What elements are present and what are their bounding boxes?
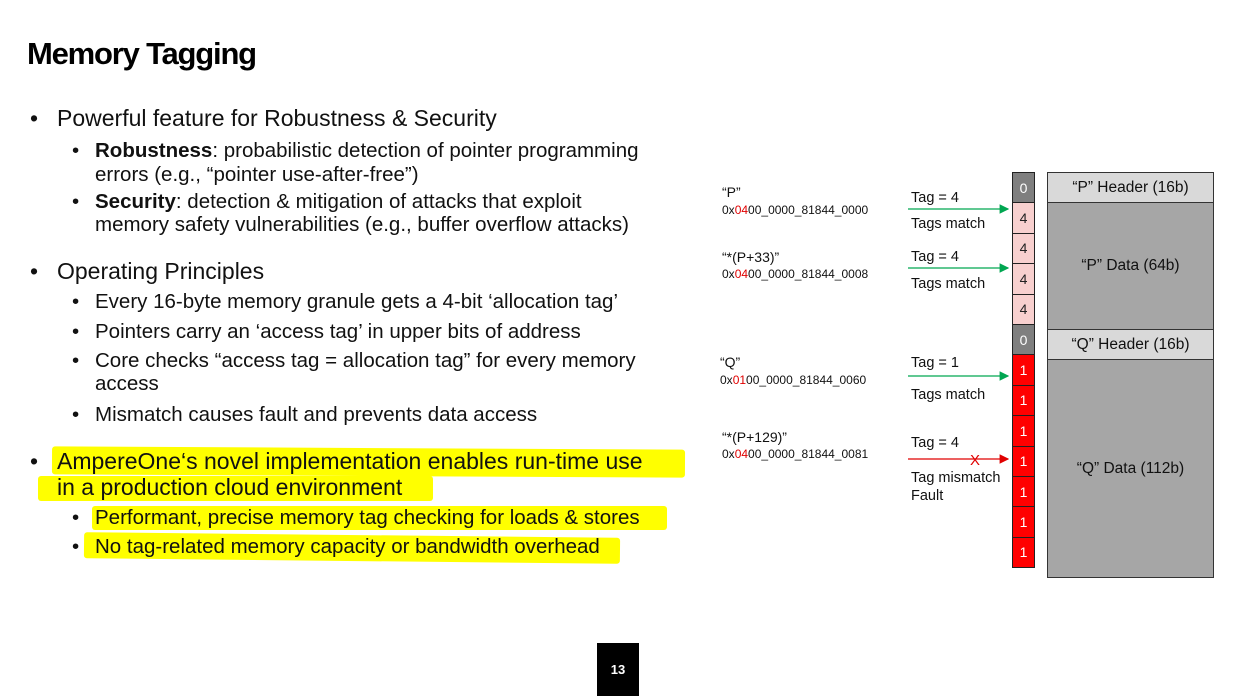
q-data-block: “Q” Data (112b) — [1047, 359, 1214, 578]
tag-cell: 0 — [1012, 324, 1035, 356]
slide-title: Memory Tagging — [27, 36, 257, 71]
pointer-p-result: Tags match — [911, 216, 986, 232]
page-number: 13 — [597, 643, 639, 696]
pointer-p129-result: Tag mismatch — [911, 470, 1001, 486]
bullet-list: • Powerful feature for Robustness & Secu… — [30, 105, 643, 558]
tag-cell: 4 — [1012, 293, 1035, 325]
pointer-p33-result: Tags match — [911, 276, 986, 292]
pointer-p129-address: 0x0400_0000_81844_0081 — [722, 447, 869, 461]
p-header-block: “P” Header (16b) — [1047, 172, 1214, 203]
tag-cell: 1 — [1012, 536, 1035, 569]
pointer-p33-address: 0x0400_0000_81844_0008 — [722, 267, 869, 281]
tag-cell: 0 — [1012, 172, 1035, 204]
tag-cell: 1 — [1012, 506, 1035, 538]
tag-cell: 4 — [1012, 202, 1035, 234]
pointer-p129-tag-label: Tag = 4 — [911, 435, 959, 451]
pointer-p-address: 0x0400_0000_81844_0000 — [722, 203, 869, 217]
pointer-p-name: “P” — [722, 184, 741, 200]
pointer-p-tag-label: Tag = 4 — [911, 190, 959, 206]
pointer-p33-tag-label: Tag = 4 — [911, 249, 959, 265]
pointer-q-tag-label: Tag = 1 — [911, 355, 959, 371]
pointer-p129-fault: Fault — [911, 488, 944, 504]
tag-cell: 1 — [1012, 476, 1035, 508]
tag-cell: 1 — [1012, 445, 1035, 477]
pointer-p33-name: “*(P+33)” — [722, 249, 780, 265]
mismatch-x-mark: X — [970, 452, 980, 469]
p-data-block: “P” Data (64b) — [1047, 202, 1214, 330]
pointer-q-address: 0x0100_0000_81844_0060 — [720, 373, 867, 387]
tag-cell: 1 — [1012, 354, 1035, 386]
q-header-block: “Q” Header (16b) — [1047, 329, 1214, 360]
highlight-ampereone-line2 — [38, 476, 433, 501]
tag-cell: 4 — [1012, 232, 1035, 265]
memory-column: “P” Header (16b) “P” Data (64b) “Q” Head… — [1047, 172, 1214, 578]
pointer-q-result: Tags match — [911, 387, 986, 403]
highlight-performant — [92, 506, 667, 530]
tag-cell: 4 — [1012, 263, 1035, 295]
pointer-q-name: “Q” — [720, 354, 741, 370]
pointer-p129-name: “*(P+129)” — [722, 429, 787, 445]
tag-cell: 1 — [1012, 415, 1035, 447]
tag-cell: 1 — [1012, 384, 1035, 417]
